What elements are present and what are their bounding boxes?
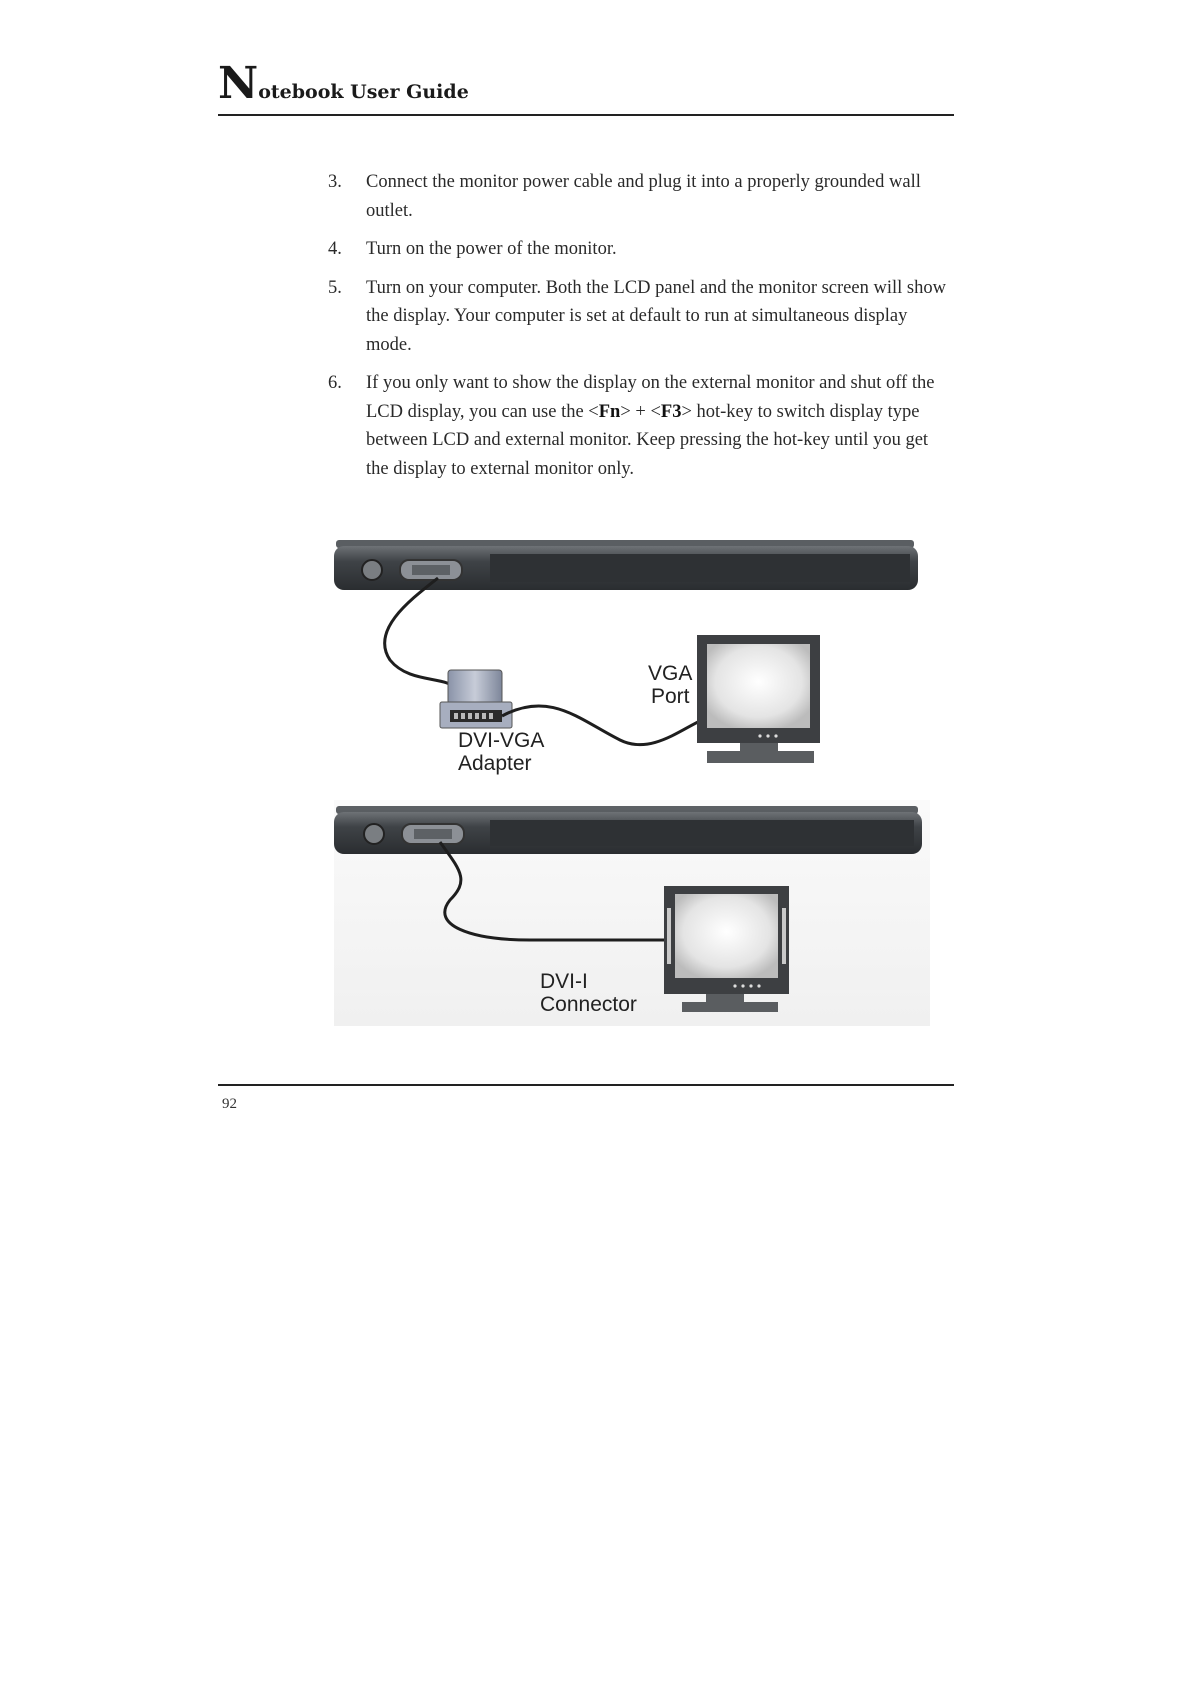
step-text: Turn on the power of the monitor.: [366, 239, 617, 259]
adapter-label-line1: DVI-VGA: [458, 729, 544, 752]
step-number: 6.: [328, 373, 342, 393]
step-5: 5. Turn on your computer. Both the LCD p…: [328, 274, 948, 360]
adapter-label-line2: Adapter: [458, 752, 532, 775]
audio-port-icon: [361, 559, 383, 581]
header-rule: [218, 114, 954, 116]
dvi-cable: [438, 841, 668, 942]
steps-list: 3. Connect the monitor power cable and p…: [328, 168, 948, 493]
hotkey-fn: Fn: [598, 401, 621, 422]
hotkey-f3: F3: [660, 401, 682, 422]
dvi-vga-adapter: [439, 669, 513, 729]
laptop-rear-bottom: [334, 806, 922, 854]
step-text-mid: > + <: [620, 401, 661, 422]
header-initial: N: [218, 58, 259, 109]
vga-label-line2: Port: [651, 685, 690, 708]
monitor-bottom: [664, 886, 789, 1012]
step-number: 4.: [328, 239, 342, 259]
step-6: 6. If you only want to show the display …: [328, 369, 948, 483]
dvi-label-line2: Connector: [540, 993, 637, 1016]
step-3: 3. Connect the monitor power cable and p…: [328, 168, 948, 225]
laptop-rear-top: [334, 540, 918, 590]
step-text: Turn on your computer. Both the LCD pane…: [366, 277, 946, 355]
dvi-label-line1: DVI-I: [540, 970, 588, 993]
step-text-before: If you only want to show the display on …: [366, 373, 935, 422]
vga-cable: [501, 704, 703, 747]
step-number: 5.: [328, 277, 342, 298]
step-text: Connect the monitor power cable and plug…: [366, 172, 921, 221]
page-number: 92: [222, 1096, 237, 1112]
header-title: otebook User Guide: [258, 81, 469, 103]
cable-to-adapter: [383, 576, 457, 691]
connection-diagram: VGA Port DVI-VGA Adapter DVI-I Connector: [334, 540, 930, 1026]
footer-rule: [218, 1084, 954, 1086]
monitor-top: [697, 635, 820, 763]
step-4: 4. Turn on the power of the monitor.: [328, 235, 948, 264]
vga-label-line1: VGA: [648, 662, 692, 685]
step-number: 3.: [328, 172, 342, 192]
page-header: Notebook User Guide: [218, 58, 954, 118]
step-text: If you only want to show the display on …: [366, 369, 948, 483]
audio-port-icon: [363, 823, 385, 845]
step-text-after: > hot-key to switch display type between…: [366, 401, 929, 479]
